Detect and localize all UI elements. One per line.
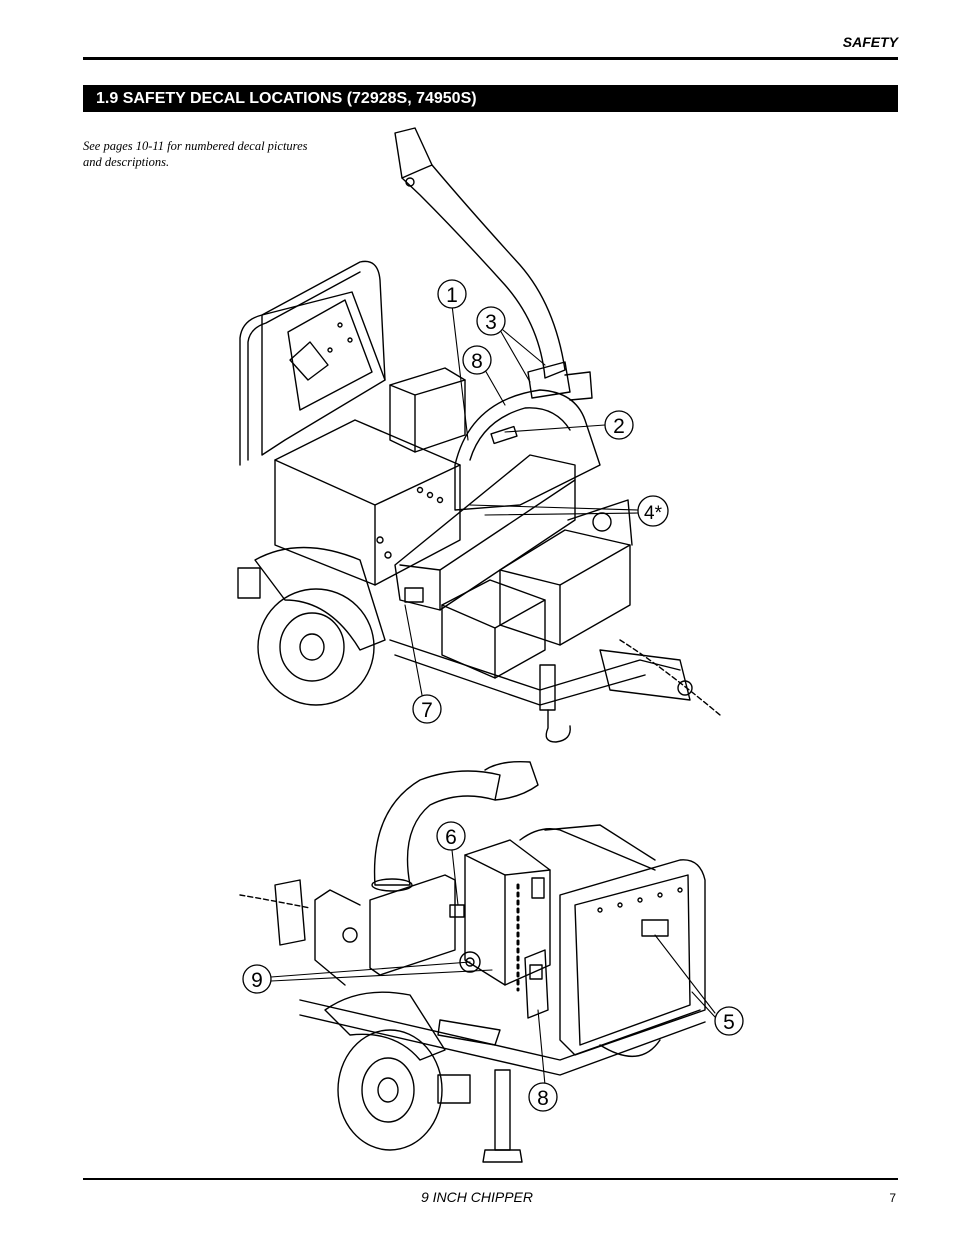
chipper-bottom-view [239, 760, 706, 1163]
footer-title: 9 INCH CHIPPER [420, 1189, 534, 1205]
top-rule [83, 57, 898, 60]
callout-6: 6 [436, 821, 466, 851]
section-header-label: SAFETY [842, 34, 898, 50]
callout-9-label: 9 [251, 969, 263, 992]
callout-4: 4* [637, 495, 669, 527]
callout-7-label: 7 [421, 699, 433, 722]
callout-5-label: 5 [723, 1011, 735, 1034]
decal-6-patch [449, 904, 465, 918]
decal-7-patch [404, 587, 424, 603]
callout-3: 3 [476, 306, 506, 336]
bracket [531, 877, 545, 899]
page-number: 7 [889, 1191, 896, 1205]
callouts: 1 3 8 2 4* 7 6 9 [242, 279, 744, 1112]
callout-6-label: 6 [445, 826, 457, 849]
callout-8-top: 8 [462, 345, 492, 375]
callout-5: 5 [714, 1006, 744, 1036]
callout-2: 2 [604, 410, 634, 440]
callout-8-bottom-label: 8 [537, 1087, 549, 1110]
callout-1: 1 [437, 279, 467, 309]
section-title: 1.9 SAFETY DECAL LOCATIONS (72928S, 7495… [83, 85, 898, 112]
bottom-callout-leaders [270, 849, 716, 1086]
callout-3-label: 3 [485, 311, 497, 334]
callout-9: 9 [242, 964, 272, 994]
callout-8-bottom: 8 [528, 1082, 558, 1112]
callout-8-top-label: 8 [471, 350, 483, 373]
callout-2-label: 2 [613, 415, 625, 438]
callout-4-label: 4* [644, 503, 663, 524]
decal-note: See pages 10-11 for numbered decal pictu… [83, 139, 308, 169]
decal-5-patch [641, 919, 669, 937]
callout-1-label: 1 [446, 284, 458, 307]
callout-7: 7 [412, 694, 442, 724]
bottom-rule [83, 1178, 898, 1180]
chipper-top-view [237, 127, 721, 743]
top-callout-leaders [404, 304, 639, 696]
